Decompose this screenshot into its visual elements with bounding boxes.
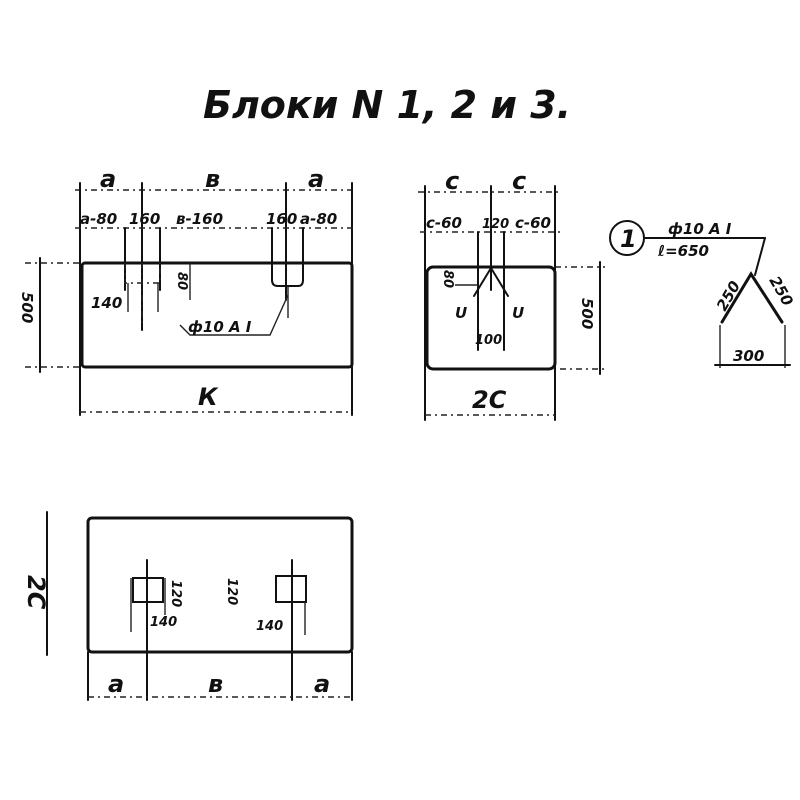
side-gap-100: 100 [475, 333, 502, 348]
front-dim-a-left: a [100, 165, 116, 193]
side-subdim-c-60-right: c-60 [515, 214, 551, 232]
plan-dim-b: в [208, 670, 223, 698]
rebar-bent-shape [720, 271, 784, 324]
front-subdim-a-80-right: a-80 [300, 210, 337, 228]
plan-right-slot-width: 140 [256, 619, 283, 634]
side-dim-c-left: c [445, 167, 459, 195]
rebar-spec: ф10 А I [668, 220, 732, 238]
plan-right-slot-dim: 120 [224, 578, 239, 605]
rebar-length: ℓ=650 [657, 242, 709, 260]
rebar-base-300: 300 [733, 347, 764, 365]
side-slot-depth-80: 80 [440, 270, 455, 288]
side-dim-c-right: c [512, 167, 526, 195]
front-slot-depth-80: 80 [174, 272, 189, 290]
side-hook-right: U [512, 304, 524, 322]
plan-height-2c: 2С [22, 575, 50, 610]
front-length-k: К [198, 383, 219, 411]
front-subdim-a-80-left: a-80 [80, 210, 117, 228]
plan-dim-a-right: a [314, 670, 330, 698]
front-dim-b: в [205, 165, 220, 193]
front-subdim-160-right: 160 [266, 210, 297, 228]
front-block-outline [80, 261, 354, 369]
front-height-500: 500 [18, 292, 36, 323]
side-height-500: 500 [578, 298, 596, 329]
plan-dim-a-left: a [108, 670, 124, 698]
side-subdim-120: 120 [482, 217, 509, 232]
plan-view: 2С 120 140 120 140 a в a [22, 511, 354, 701]
plan-block-outline [86, 516, 354, 654]
rebar-detail: 1 ф10 А I ℓ=650 250 250 300 [609, 220, 797, 368]
front-dim-a-right: a [308, 165, 324, 193]
plan-left-slot-width: 140 [150, 615, 177, 630]
side-hook-left: U [455, 304, 467, 322]
position-mark-number: 1 [620, 225, 637, 253]
plan-left-slot-dim: 120 [168, 580, 183, 607]
side-subdim-c-60-left: c-60 [426, 214, 462, 232]
side-view: c c c-60 120 c-60 U U 80 100 500 2С [418, 167, 605, 421]
front-slot-dim-140: 140 [91, 294, 122, 312]
front-subdim-b-160: в-160 [176, 210, 223, 228]
front-rebar-callout: ф10 А I [188, 318, 252, 336]
front-view: a в a a-80 160 в-160 160 a-80 140 80 ф10… [18, 165, 355, 416]
drawing-title: Блоки N 1, 2 и 3. [203, 83, 571, 127]
side-width-2c: 2С [472, 386, 507, 414]
front-subdim-160-left: 160 [129, 210, 160, 228]
